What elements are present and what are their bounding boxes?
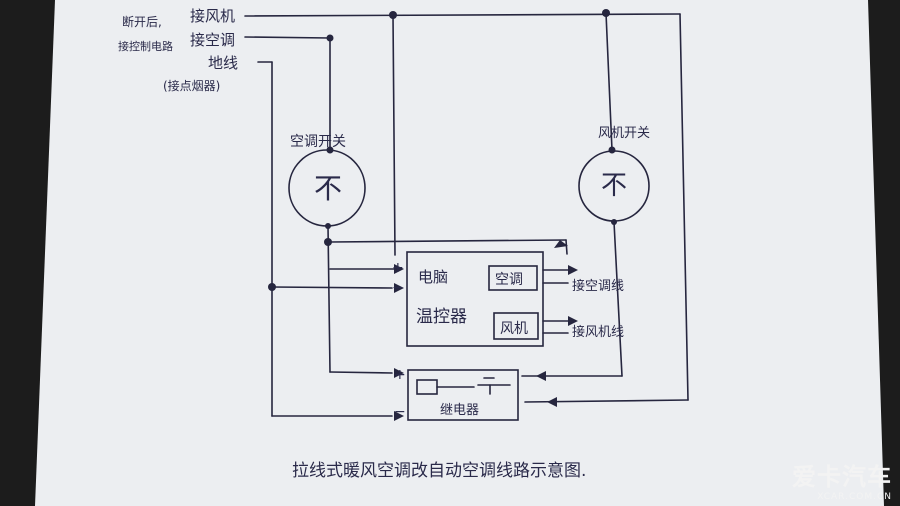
left-note-1: 断开后, [122,14,162,29]
paper-sheet [35,0,884,506]
relay-label: 继电器 [440,403,479,418]
ac-switch-symbol: 不 [314,172,342,205]
thermostat-ac-box [488,265,538,291]
thermostat-box [406,251,544,347]
thermostat-fan-label: 风机 [500,321,528,337]
diagram-caption: 拉线式暖风空调改自动空调线路示意图. [292,461,586,481]
fan-output-label: 接风机线 [572,324,624,340]
minus-sign-relay: − [394,404,406,420]
thermostat-label-2: 温控器 [416,307,467,327]
ac-feed-wire [244,36,331,39]
watermark-brand: 爱卡汽车 [792,463,892,491]
plus-sign-thermostat: + [392,260,404,276]
ac-output-label: 接空调线 [572,278,624,294]
thermostat-fan-box [493,312,539,340]
thermostat-label-1: 电脑 [418,268,448,286]
plus-sign-relay: + [394,367,406,383]
relay-box [407,369,519,421]
ac-switch-label: 空调开关 [290,134,346,150]
ground-note: (接点烟器) [163,78,220,93]
minus-sign-thermostat: − [392,280,404,296]
fan-feed-label: 接风机 [190,7,235,25]
ac-feed-label: 接空调 [190,31,235,49]
thermostat-ac-label: 空调 [495,272,523,288]
ground-label: 地线 [208,54,238,72]
watermark: 爱卡汽车 XCAR.COM.CN [792,457,892,502]
left-note-2: 接控制电路 [118,39,173,53]
watermark-site: XCAR.COM.CN [817,492,892,502]
fan-switch-label: 风机开关 [598,126,650,141]
fan-switch-symbol: 不 [601,171,627,201]
